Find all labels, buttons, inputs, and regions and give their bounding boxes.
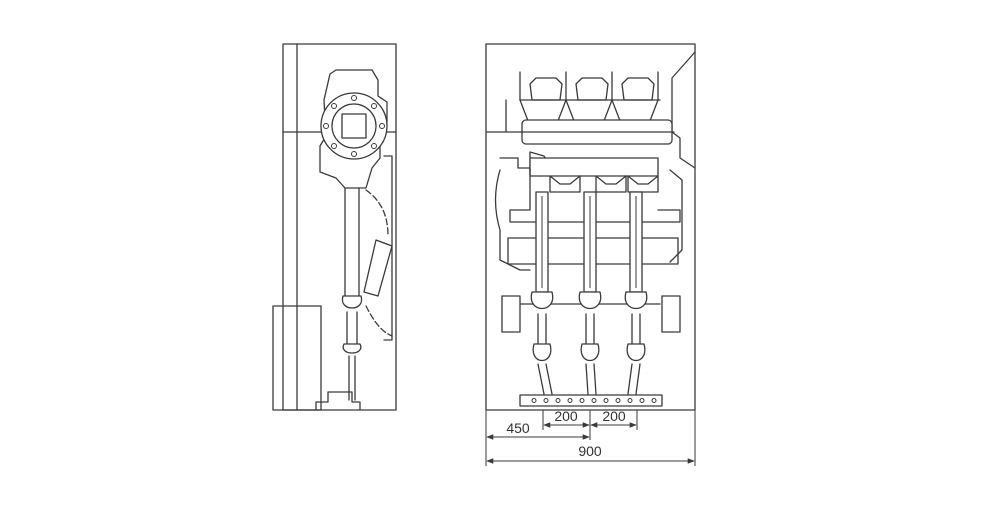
front-busbar-insulators bbox=[519, 71, 661, 127]
front-phase-poles bbox=[535, 191, 643, 293]
dim-900-label: 900 bbox=[578, 443, 602, 459]
dimension-lines: 200 200 450 900 bbox=[485, 408, 696, 466]
front-switch-contacts bbox=[549, 175, 659, 193]
dim-200-right-label: 200 bbox=[602, 408, 626, 424]
front-pole-joints bbox=[530, 291, 648, 309]
side-arc-upper bbox=[365, 189, 389, 237]
side-cable-terminal bbox=[342, 343, 362, 354]
front-earthing-bar bbox=[519, 394, 663, 407]
side-base-frame bbox=[272, 305, 322, 411]
side-earth-clamp bbox=[315, 391, 361, 411]
side-insulator-arm bbox=[363, 239, 393, 297]
side-cabinet-outline bbox=[282, 43, 397, 411]
front-left-mechanism-contour bbox=[494, 169, 531, 271]
front-mounting-frame bbox=[499, 157, 681, 223]
front-view bbox=[485, 43, 696, 411]
front-earthing-bar-holes bbox=[531, 398, 657, 403]
front-top-right-housing bbox=[671, 51, 696, 169]
side-pole-joint bbox=[341, 295, 363, 309]
front-right-mechanism-contour bbox=[669, 169, 683, 263]
dim-450-label: 450 bbox=[506, 420, 530, 436]
side-flange-inner bbox=[331, 103, 377, 149]
front-switch-chamber-top bbox=[529, 157, 659, 177]
dim-200-left-label: 200 bbox=[554, 408, 578, 424]
front-left-block bbox=[501, 295, 521, 333]
front-right-block bbox=[661, 295, 681, 333]
side-drive-shaft-square bbox=[341, 113, 367, 139]
front-cable-terminations bbox=[532, 313, 646, 395]
side-flange-bolts bbox=[323, 95, 385, 157]
side-arc-lower bbox=[365, 305, 393, 337]
side-view bbox=[272, 43, 397, 411]
